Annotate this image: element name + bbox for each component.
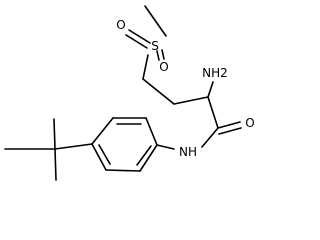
- ring-bond-3: [91, 117, 114, 145]
- oxygen-label-bottom: O: [159, 60, 168, 74]
- bond-tbu-methyl-up: [53, 118, 56, 150]
- bond-carbonyl-nh: [201, 127, 219, 148]
- structure-diagram: S O O NH2 O NH: [4, 5, 255, 181]
- bond-s-o2-b: [156, 50, 160, 61]
- bond-s-o1-a: [128, 29, 151, 44]
- bond-methyl-s: [144, 5, 167, 37]
- bond-ch2-alpha: [173, 96, 209, 105]
- ring-double-3: [136, 145, 152, 166]
- ring-bond-6: [139, 144, 158, 172]
- bond-carbonyl-o-b: [218, 127, 242, 135]
- bond-s-o1-b: [125, 34, 148, 49]
- ring-bond-1: [145, 117, 158, 146]
- bond-ch2-ch2: [142, 78, 175, 105]
- bond-s-o2-a: [161, 49, 165, 60]
- amino-label: NH2: [202, 66, 228, 80]
- ring-bond-4: [91, 143, 107, 171]
- bond-alpha-carbonyl: [207, 96, 219, 129]
- sulfur-label: S: [151, 39, 159, 53]
- amide-nh-label: NH: [179, 145, 197, 159]
- ring-bond-5: [105, 169, 141, 172]
- bond-nh-ring: [156, 144, 175, 150]
- bond-tbu-methyl-down: [54, 148, 57, 181]
- bond-s-ch2: [142, 54, 149, 80]
- bond-ring-quaternary: [54, 143, 93, 150]
- carbonyl-oxygen-label: O: [245, 116, 254, 130]
- oxygen-label-left: O: [116, 18, 125, 32]
- ring-double-2: [98, 144, 111, 165]
- bond-carbonyl-o-a: [217, 121, 241, 129]
- bond-alpha-nh2: [207, 81, 214, 98]
